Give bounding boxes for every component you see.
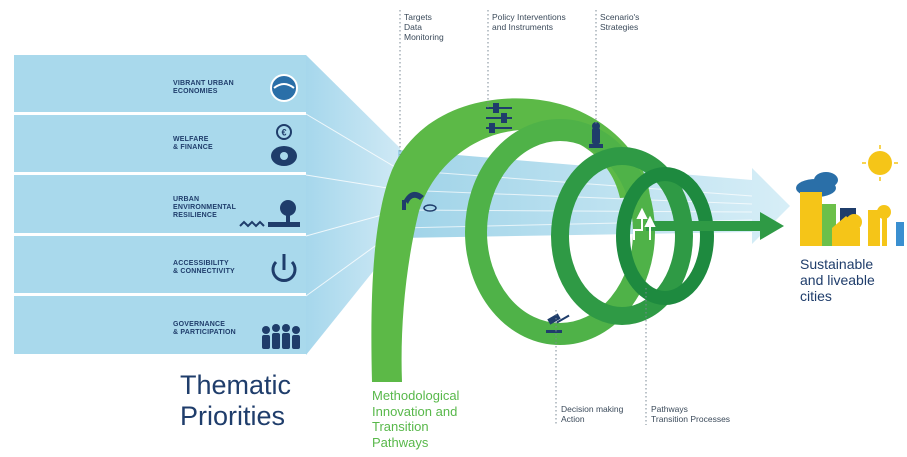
methodological-innovation-title: Methodological Innovation and Transition… bbox=[372, 388, 459, 450]
priority-text: & PARTICIPATION bbox=[173, 329, 236, 336]
euro-piggy-bank-icon: € bbox=[271, 124, 297, 166]
priority-label-governance: GOVERNANCE & PARTICIPATION bbox=[173, 321, 236, 337]
priority-text: ACCESSIBILITY bbox=[173, 260, 229, 267]
power-location-icon bbox=[271, 254, 297, 282]
spiral-ring-1 bbox=[465, 119, 655, 345]
label-pathways-transition: Pathways Transition Processes bbox=[651, 404, 730, 424]
priority-text: RESILIENCE bbox=[173, 212, 218, 219]
label-text: Action bbox=[561, 414, 585, 424]
label-text: Targets bbox=[404, 12, 432, 22]
spiral-hook bbox=[371, 98, 650, 383]
tree-wave-icon bbox=[239, 200, 300, 228]
funnel-shape bbox=[306, 55, 400, 355]
label-text: Monitoring bbox=[404, 32, 444, 42]
title-line: Innovation and bbox=[372, 403, 458, 419]
label-text: Data bbox=[404, 22, 422, 32]
label-targets-data-monitoring: Targets Data Monitoring bbox=[404, 12, 444, 42]
priority-panels bbox=[14, 55, 306, 354]
priority-text: VIBRANT URBAN bbox=[173, 80, 234, 87]
title-line: Sustainable bbox=[800, 256, 874, 272]
globe-handshake-icon bbox=[270, 74, 298, 102]
title-line: Pathways bbox=[372, 434, 429, 450]
label-text: Decision making bbox=[561, 404, 624, 414]
sustainable-cities-title: Sustainable and liveable cities bbox=[800, 256, 875, 304]
priority-label-economies: VIBRANT URBAN ECONOMIES bbox=[173, 80, 234, 96]
priority-text: URBAN bbox=[173, 196, 200, 203]
svg-text:€: € bbox=[281, 128, 286, 138]
label-policy-interventions: Policy Interventions and Instruments bbox=[492, 12, 566, 32]
priority-text: & FINANCE bbox=[173, 144, 213, 151]
title-line: Methodological bbox=[372, 388, 460, 403]
label-scenarios-strategies: Scenario's Strategies bbox=[600, 12, 639, 32]
priority-text: WELFARE bbox=[173, 136, 209, 143]
priority-label-accessibility: ACCESSIBILITY & CONNECTIVITY bbox=[173, 260, 235, 276]
route-arrows-icon bbox=[633, 207, 656, 240]
priority-text: ENVIRONMENTAL bbox=[173, 204, 237, 211]
title-line: and liveable bbox=[800, 272, 875, 288]
city-illustration-icon bbox=[796, 145, 904, 246]
priority-text: & CONNECTIVITY bbox=[173, 268, 235, 275]
priority-label-resilience: URBAN ENVIRONMENTAL RESILIENCE bbox=[173, 196, 236, 220]
label-text: and Instruments bbox=[492, 22, 553, 32]
leader-lines bbox=[399, 10, 647, 425]
label-text: Strategies bbox=[600, 22, 639, 32]
faucet-icon bbox=[402, 191, 437, 212]
title-line: cities bbox=[800, 288, 832, 304]
chess-piece-icon bbox=[589, 122, 603, 148]
priority-text: GOVERNANCE bbox=[173, 321, 226, 328]
spiral-ring-2 bbox=[551, 147, 693, 325]
title-line: Priorities bbox=[180, 401, 286, 431]
label-text: Scenario's bbox=[600, 12, 640, 22]
priority-text: ECONOMIES bbox=[173, 88, 218, 95]
label-text: Policy Interventions bbox=[492, 12, 566, 22]
label-decision-making-action: Decision making Action bbox=[561, 404, 623, 424]
people-group-icon bbox=[262, 324, 300, 349]
priority-label-welfare: WELFARE & FINANCE bbox=[173, 136, 213, 152]
title-line: Thematic bbox=[180, 370, 292, 400]
sliders-icon bbox=[486, 103, 512, 133]
thematic-priorities-title: Thematic Priorities bbox=[180, 370, 291, 432]
title-line: Transition bbox=[372, 419, 429, 434]
gavel-icon bbox=[546, 313, 570, 333]
label-text: Pathways bbox=[651, 404, 688, 414]
label-text: Transition Processes bbox=[651, 414, 731, 424]
outcome-arrow bbox=[646, 212, 784, 240]
spiral-ring-3 bbox=[616, 167, 714, 305]
